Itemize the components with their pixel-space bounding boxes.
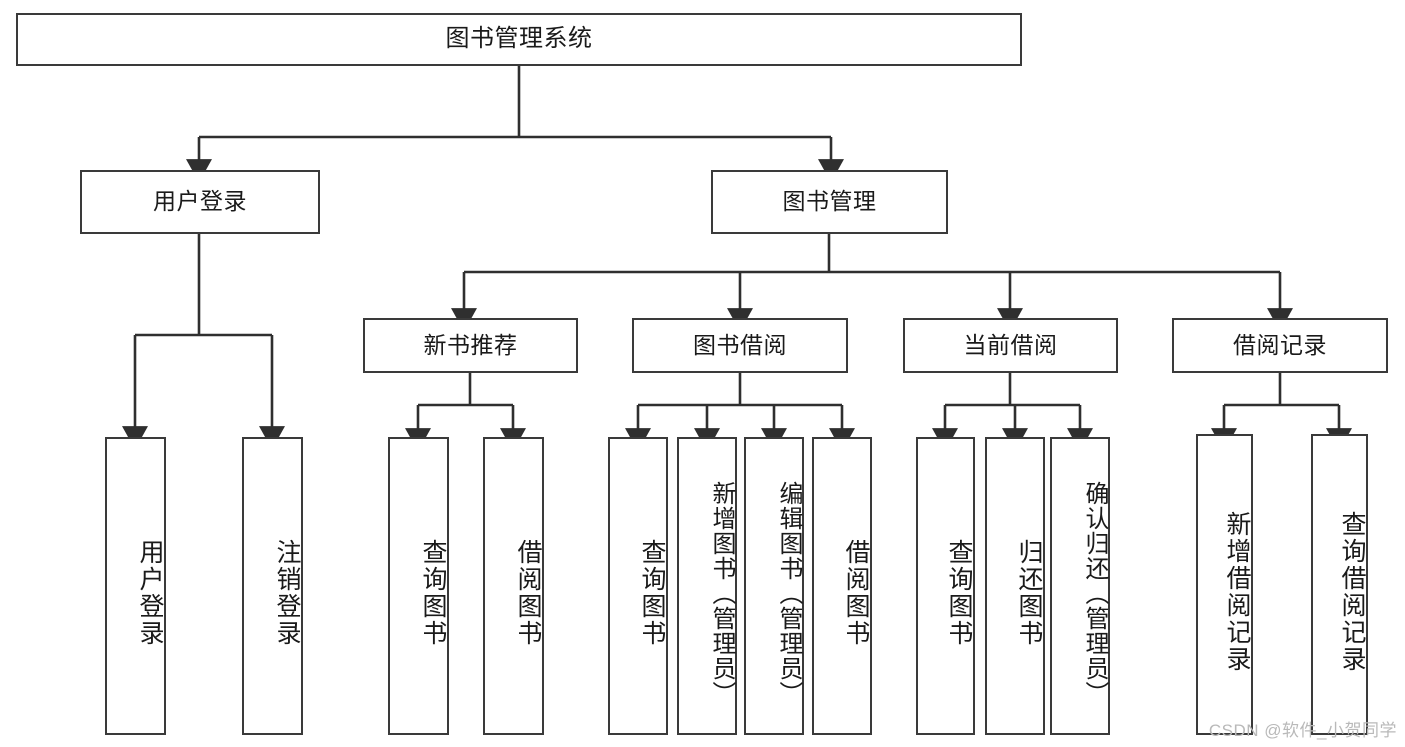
node-label: 确认归还（管理员） xyxy=(1081,480,1108,706)
leaf-user-login[interactable]: 用户登录 xyxy=(105,437,166,735)
node-label: 当前借阅 xyxy=(963,331,1058,358)
node-user-login[interactable]: 用户登录 xyxy=(80,170,320,234)
leaf-add-borrow-record[interactable]: 新增借阅记录 xyxy=(1196,434,1253,735)
node-label: 注销登录 xyxy=(273,539,301,647)
leaf-query-book-current[interactable]: 查询图书 xyxy=(916,437,975,735)
node-label: 图书管理 xyxy=(782,188,877,215)
node-label: 新书推荐 xyxy=(423,331,518,358)
node-label: 查询借阅记录 xyxy=(1338,510,1366,673)
leaf-borrow-book-recommend[interactable]: 借阅图书 xyxy=(483,437,544,735)
node-label: 用户登录 xyxy=(153,188,247,215)
node-label: 查询图书 xyxy=(419,539,447,647)
leaf-return-book[interactable]: 归还图书 xyxy=(985,437,1045,735)
node-label: 归还图书 xyxy=(1015,539,1043,647)
node-label: 新增图书（管理员） xyxy=(708,480,735,706)
leaf-add-book-admin[interactable]: 新增图书（管理员） xyxy=(677,437,737,735)
leaf-edit-book-admin[interactable]: 编辑图书（管理员） xyxy=(744,437,804,735)
node-label: 编辑图书（管理员） xyxy=(775,480,802,706)
node-new-book-recommendation[interactable]: 新书推荐 xyxy=(363,318,578,373)
node-book-borrowing[interactable]: 图书借阅 xyxy=(632,318,848,373)
node-label: 借阅图书 xyxy=(514,539,542,647)
leaf-query-book-recommend[interactable]: 查询图书 xyxy=(388,437,449,735)
node-label: 借阅图书 xyxy=(842,539,870,647)
node-label: 查询图书 xyxy=(945,539,973,647)
node-label: 借阅记录 xyxy=(1233,331,1327,358)
node-book-management[interactable]: 图书管理 xyxy=(711,170,948,234)
leaf-query-borrow-record[interactable]: 查询借阅记录 xyxy=(1311,434,1368,735)
node-current-borrowing[interactable]: 当前借阅 xyxy=(903,318,1118,373)
node-label: 新增借阅记录 xyxy=(1223,510,1251,673)
leaf-confirm-return-admin[interactable]: 确认归还（管理员） xyxy=(1050,437,1110,735)
watermark: CSDN @软件_小贺同学 xyxy=(1208,721,1397,740)
leaf-borrow-book[interactable]: 借阅图书 xyxy=(812,437,872,735)
node-borrowing-record[interactable]: 借阅记录 xyxy=(1172,318,1388,373)
node-root-book-management-system[interactable]: 图书管理系统 xyxy=(16,13,1022,66)
node-label: 查询图书 xyxy=(638,539,666,647)
node-label: 图书借阅 xyxy=(693,331,787,358)
node-label: 图书管理系统 xyxy=(445,25,593,53)
leaf-query-book-borrow[interactable]: 查询图书 xyxy=(608,437,668,735)
leaf-logout[interactable]: 注销登录 xyxy=(242,437,303,735)
node-label: 用户登录 xyxy=(136,539,164,647)
